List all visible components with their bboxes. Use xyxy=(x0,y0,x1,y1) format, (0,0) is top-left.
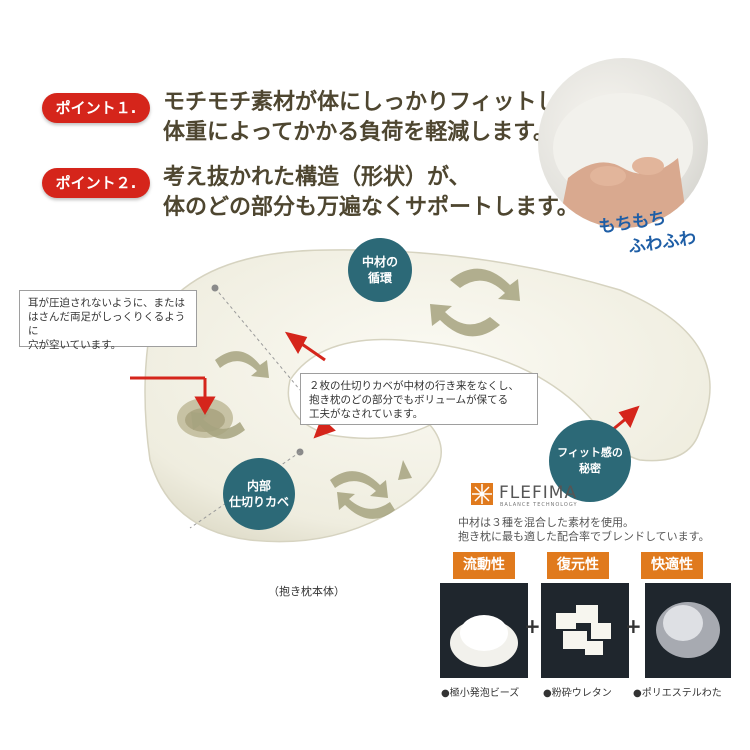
material-3-caption: ●ポリエステルわた xyxy=(633,688,722,699)
material-1-photo xyxy=(440,583,528,678)
fit-secret-circle: フィット感の 秘密 xyxy=(549,420,631,502)
material-3-label: 快適性 xyxy=(641,552,703,579)
point-2-line-2: 体のどの部分も万遍なくサポートします。 xyxy=(163,195,579,220)
material-1-label: 流動性 xyxy=(453,552,515,579)
flefima-wordmark: FLEFIMA xyxy=(499,483,578,503)
partition-callout-line-2: 抱き枕のどの部分でもボリュームが保てる xyxy=(309,394,509,406)
material-1-caption: ●極小発泡ビーズ xyxy=(441,688,520,699)
ear-hole-callout: 耳が圧迫されないように、または はさんだ両足がしっくりくるように 穴が空いていま… xyxy=(19,290,197,351)
circulation-circle: 中材の 循環 xyxy=(348,238,412,302)
hand-squeeze-illustration xyxy=(553,93,693,228)
beads-illustration xyxy=(450,615,518,667)
partition-circle-line-2: 仕切りカベ xyxy=(228,495,289,509)
flefima-tagline: BALANCE TECHNOLOGY xyxy=(500,502,578,508)
fit-circle-line-1: フィット感の xyxy=(557,446,623,459)
partition-callout-line-1: ２枚の仕切りカベが中材の行き来をなくし、 xyxy=(309,380,519,392)
point-1-badge: ポイント１. xyxy=(42,93,150,123)
material-2-caption: ●粉砕ウレタン xyxy=(543,688,612,699)
pillow-caption: （抱き枕本体） xyxy=(268,585,345,598)
point-2-line-1: 考え抜かれた構造（形状）が、 xyxy=(163,165,471,190)
flefima-desc-line-1: 中材は３種を混合した素材を使用。 xyxy=(458,516,634,529)
ear-callout-line-2: はさんだ両足がしっくりくるように xyxy=(28,311,186,337)
material-squeeze-photo xyxy=(538,58,708,228)
circulation-line-1: 中材の xyxy=(361,255,398,269)
point-2-badge: ポイント２. xyxy=(42,168,150,198)
partition-callout: ２枚の仕切りカベが中材の行き来をなくし、 抱き枕のどの部分でもボリュームが保てる… xyxy=(300,373,538,425)
fit-circle-line-2: 秘密 xyxy=(579,462,601,475)
plus-sign-1: + xyxy=(524,614,541,638)
material-2-photo xyxy=(541,583,629,678)
flefima-emblem-icon xyxy=(471,483,493,505)
material-2-label: 復元性 xyxy=(547,552,609,579)
flefima-logo xyxy=(470,482,494,506)
flefima-desc-line-2: 抱き枕に最も適した配合率でブレンドしています。 xyxy=(458,530,710,543)
partition-circle-line-1: 内部 xyxy=(246,479,271,493)
point-1-line-2: 体重によってかかる負荷を軽減します。 xyxy=(163,120,556,145)
polyester-fiber-illustration xyxy=(656,602,720,658)
circulation-line-2: 循環 xyxy=(367,271,392,285)
material-3-photo xyxy=(645,583,731,678)
plus-sign-2: + xyxy=(625,614,642,638)
partition-callout-line-3: 工夫がなされています。 xyxy=(309,408,424,420)
partition-wall-circle: 内部 仕切りカベ xyxy=(223,458,295,530)
ear-callout-line-3: 穴が空いています。 xyxy=(28,339,122,351)
ear-callout-line-1: 耳が圧迫されないように、または xyxy=(28,297,185,309)
point-1-line-1: モチモチ素材が体にしっかりフィットし、 xyxy=(163,90,581,115)
urethane-illustration xyxy=(556,605,611,655)
